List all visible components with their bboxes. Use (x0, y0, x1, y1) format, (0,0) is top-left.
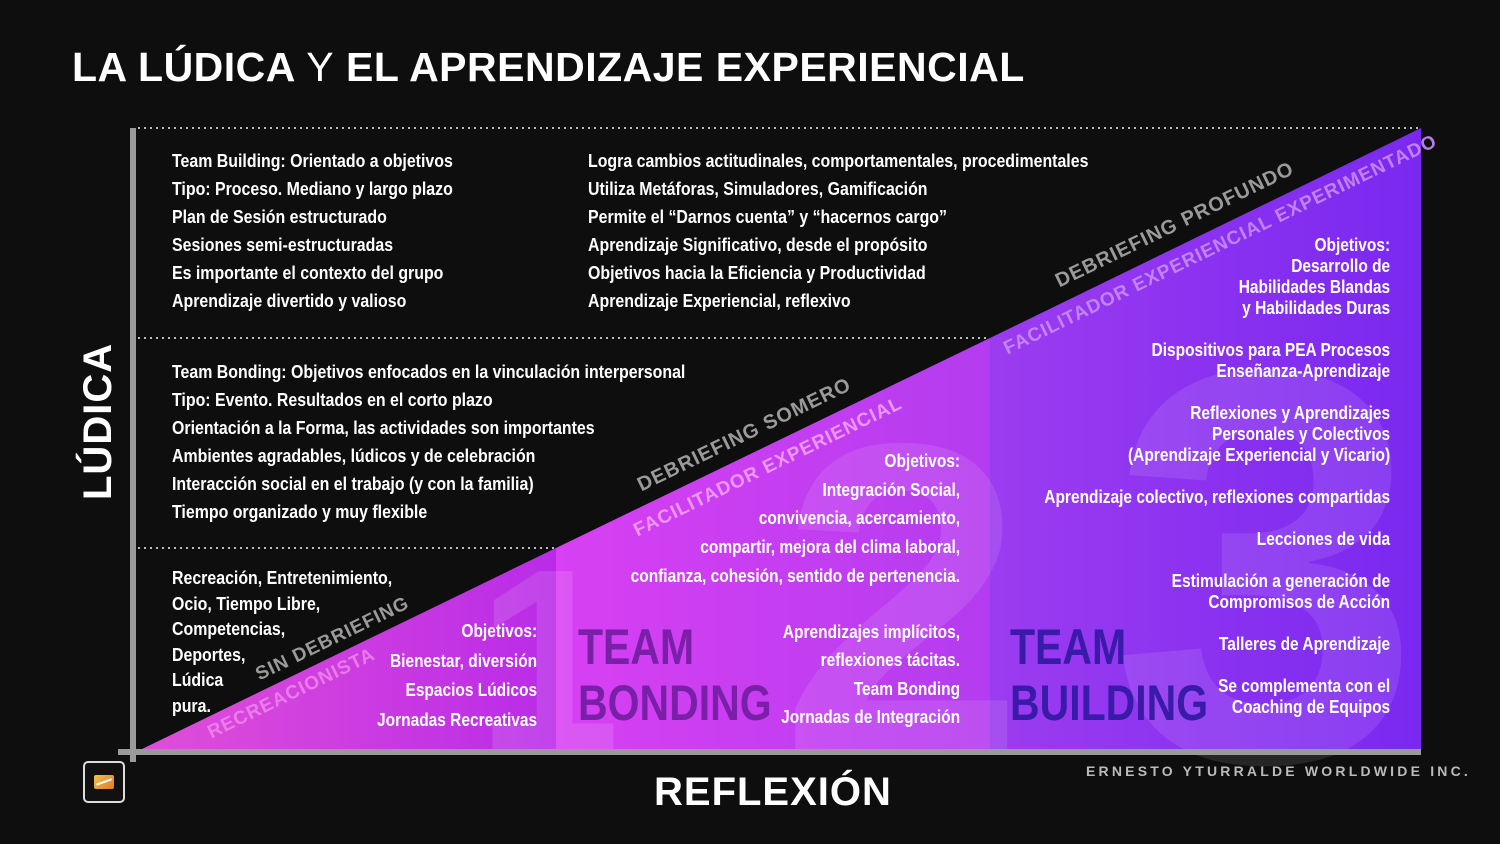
list-item: Aprendizaje Significativo, desde el prop… (588, 234, 928, 255)
credit-text: ERNESTO YTURRALDE WORLDWIDE INC. (1086, 763, 1471, 779)
list-item: Sesiones semi-estructuradas (172, 234, 394, 255)
list-item: confianza, cohesión, sentido de pertenen… (630, 565, 960, 586)
list-item: Deportes, (172, 643, 246, 665)
team-building-label: TEAM BUILDING (1010, 619, 1208, 731)
team-building-list-left: Team Building: Orientado a objetivos Tip… (172, 147, 453, 315)
team-bonding-line2: BONDING (578, 675, 772, 731)
zone3-items: Objetivos: Desarrollo de Habilidades Bla… (1044, 235, 1390, 718)
list-item: Jornadas Recreativas (376, 709, 537, 730)
list-item: Espacios Lúdicos (405, 680, 537, 700)
y-axis-label: LÚDICA (76, 342, 120, 500)
zone3-item-coaching: Se complementa con el Coaching de Equipo… (1217, 676, 1390, 717)
list-item: Logra cambios actitudinales, comportamen… (588, 150, 1089, 171)
list-item: Aprendizaje Experiencial, reflexivo (588, 290, 851, 311)
list-item: convivencia, acercamiento, (758, 508, 960, 529)
list-item: Team Bonding: Objetivos enfocados en la … (172, 361, 686, 382)
zone2-objectives: Objetivos: Integración Social, convivenc… (631, 447, 960, 591)
recreation-list: Recreación, Entretenimiento, Ocio, Tiemp… (172, 565, 392, 718)
list-item: reflexiones tácitas. (820, 650, 960, 671)
team-building-line2: BUILDING (1010, 675, 1209, 731)
list-item: Team Building: Orientado a objetivos (172, 150, 453, 171)
list-item: Objetivos: (461, 621, 537, 641)
team-bonding-list: Team Bonding: Objetivos enfocados en la … (172, 358, 685, 526)
list-item: Utiliza Metáforas, Simuladores, Gamifica… (588, 178, 928, 199)
zone3-item-lecciones: Lecciones de vida (1256, 529, 1390, 549)
presentation-icon[interactable] (83, 761, 125, 803)
list-item: Objetivos hacia la Eficiencia y Producti… (588, 262, 926, 283)
zone3-item-objectives: Objetivos: Desarrollo de Habilidades Bla… (1238, 235, 1390, 318)
zone1-triangle (140, 548, 556, 750)
zone2-extras: Aprendizajes implícitos, reflexiones tác… (781, 618, 960, 731)
page-title: LA LÚDICA Y EL APRENDIZAJE EXPERIENCIAL (72, 44, 1025, 91)
list-item: Tipo: Evento. Resultados en el corto pla… (172, 389, 493, 410)
zone3-item-colectivo: Aprendizaje colectivo, reflexiones compa… (1044, 487, 1390, 507)
list-item: Tipo: Proceso. Mediano y largo plazo (172, 178, 453, 199)
list-item: Plan de Sesión estructurado (172, 206, 387, 227)
zone3-item-dispositivos: Dispositivos para PEA Procesos Enseñanza… (1151, 340, 1390, 381)
team-building-line1: TEAM (1010, 619, 1127, 675)
zone1-objectives: Objetivos: Bienestar, diversión Espacios… (377, 617, 537, 735)
list-item: pura. (172, 694, 211, 716)
list-item: Team Bonding (853, 678, 960, 699)
list-item: Integración Social, (822, 479, 960, 500)
zone3-item-reflexiones: Reflexiones y Aprendizajes Personales y … (1127, 403, 1390, 465)
list-item: Aprendizaje divertido y valioso (172, 290, 407, 311)
team-bonding-label: TEAM BONDING (578, 619, 772, 731)
zone3-item-talleres: Talleres de Aprendizaje (1218, 634, 1390, 654)
list-item: Ambientes agradables, lúdicos y de celeb… (172, 445, 536, 466)
list-item: Ocio, Tiempo Libre, (172, 592, 321, 614)
list-item: Lúdica (172, 669, 224, 690)
title-part2: EL APRENDIZAJE EXPERIENCIAL (346, 44, 1025, 90)
title-part1: LA LÚDICA (72, 44, 295, 90)
list-item: Es importante el contexto del grupo (172, 262, 444, 283)
zone2-number: 2 (780, 353, 1025, 844)
list-item: Tiempo organizado y muy flexible (172, 501, 428, 522)
list-item: Competencias, (172, 618, 286, 639)
list-item: Interacción social en el trabajo (y con … (172, 473, 534, 494)
zone2-trapezoid (556, 338, 990, 750)
zone3-number: 3 (1110, 253, 1421, 844)
zone3-item-compromisos: Estimulación a generación de Compromisos… (1171, 571, 1390, 612)
list-item: Jornadas de Integración (781, 706, 960, 727)
title-conjunction: Y (306, 44, 335, 90)
zone3-trapezoid (990, 128, 1421, 750)
zone1-number: 1 (476, 516, 621, 806)
list-item: Bienestar, diversión (389, 650, 537, 671)
list-item: Orientación a la Forma, las actividades … (172, 417, 595, 438)
list-item: Recreación, Entretenimiento, (172, 567, 393, 588)
team-building-list-right: Logra cambios actitudinales, comportamen… (588, 147, 1088, 315)
list-item: Permite el “Darnos cuenta” y “hacernos c… (588, 206, 947, 227)
list-item: Aprendizajes implícitos, (782, 622, 960, 642)
x-axis-label: REFLEXIÓN (654, 770, 892, 814)
team-bonding-line1: TEAM (578, 619, 695, 675)
list-item: compartir, mejora del clima laboral, (700, 537, 960, 558)
list-item: Objetivos: (884, 451, 960, 471)
